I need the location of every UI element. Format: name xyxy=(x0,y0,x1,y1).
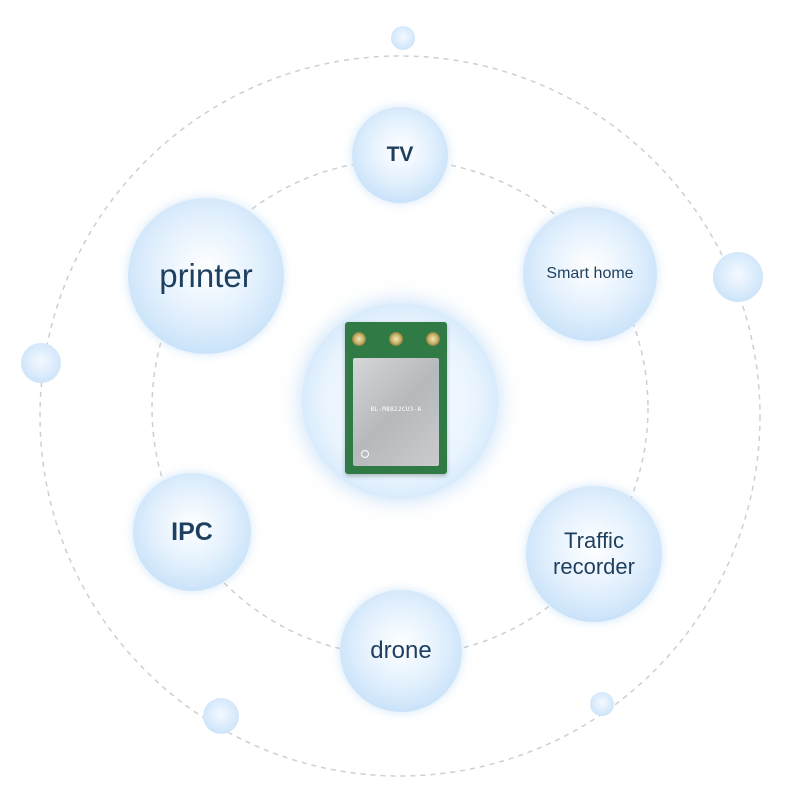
application-label: TV xyxy=(386,143,414,167)
orbit-dot xyxy=(203,698,239,734)
application-bubble-printer: printer xyxy=(128,198,284,354)
pin-one-marker-icon xyxy=(361,450,369,458)
application-label: Smart home xyxy=(546,265,634,283)
application-bubble-drone: drone xyxy=(340,590,462,712)
application-bubble-traffic-recorder: Traffic recorder xyxy=(526,486,662,622)
orbit-dot xyxy=(21,343,61,383)
application-label: IPC xyxy=(171,518,213,546)
wifi-module-image: BL-M8822CU3-A xyxy=(345,322,447,474)
application-label: drone xyxy=(370,636,432,664)
antenna-connector-icon xyxy=(352,332,366,346)
module-model-label: BL-M8822CU3-A xyxy=(370,406,422,413)
application-bubble-smart-home: Smart home xyxy=(523,207,657,341)
outer-orbit xyxy=(39,55,761,777)
orbit-dot xyxy=(391,26,415,50)
module-shield: BL-M8822CU3-A xyxy=(353,358,439,466)
orbit-dot xyxy=(590,692,614,716)
application-bubble-ipc: IPC xyxy=(133,473,251,591)
orbit-dot xyxy=(713,252,763,302)
inner-orbit xyxy=(151,159,649,657)
application-label: Traffic recorder xyxy=(553,527,635,579)
antenna-connector-icon xyxy=(389,332,403,346)
application-bubble-tv: TV xyxy=(352,107,448,203)
application-label: printer xyxy=(159,257,253,295)
antenna-connector-icon xyxy=(426,332,440,346)
